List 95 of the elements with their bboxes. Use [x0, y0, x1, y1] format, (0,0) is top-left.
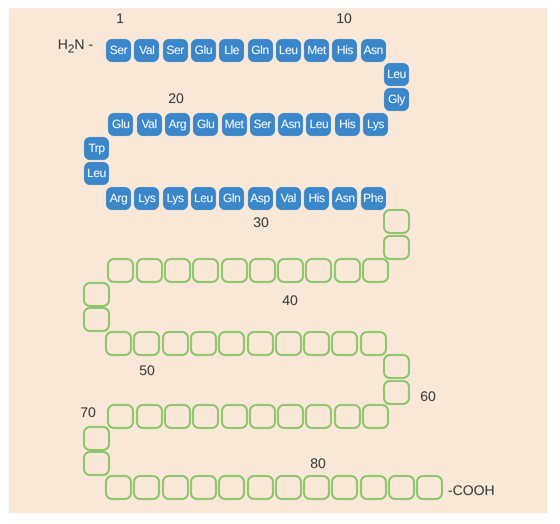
- empty-residue-box: [162, 331, 189, 356]
- empty-residue-box: [246, 475, 274, 500]
- empty-residue-box: [360, 331, 387, 356]
- position-number: 1: [116, 11, 124, 25]
- empty-residue-box: [164, 404, 191, 429]
- empty-residue-box: [218, 331, 246, 356]
- residue-box: Val: [136, 112, 163, 137]
- position-number: 10: [336, 11, 352, 25]
- position-number: 20: [168, 91, 184, 105]
- residue-box: Gln: [218, 186, 246, 211]
- empty-residue-box: [83, 282, 110, 307]
- empty-residue-box: [136, 258, 163, 283]
- empty-residue-box: [190, 475, 217, 500]
- residue-box: Arg: [105, 186, 132, 211]
- terminus-label: -COOH: [448, 483, 495, 497]
- empty-residue-box: [192, 404, 220, 429]
- empty-residue-box: [83, 426, 110, 451]
- residue-box: Lys: [162, 186, 189, 211]
- empty-residue-box: [331, 475, 358, 500]
- residue-box: Val: [274, 186, 302, 211]
- residue-box: Met: [220, 112, 248, 137]
- empty-residue-box: [164, 258, 191, 283]
- residue-box: Leu: [190, 186, 217, 211]
- empty-residue-box: [277, 258, 304, 283]
- empty-residue-box: [190, 331, 217, 356]
- residue-box: Ser: [248, 112, 276, 137]
- empty-residue-box: [83, 307, 110, 332]
- residue-box: Leu: [83, 161, 110, 186]
- empty-residue-box: [83, 451, 110, 476]
- empty-residue-box: [334, 404, 361, 429]
- residue-box: Asn: [331, 186, 358, 211]
- empty-residue-box: [107, 258, 134, 283]
- residue-box: Asn: [360, 38, 387, 63]
- empty-residue-box: [105, 331, 132, 356]
- empty-residue-box: [360, 475, 387, 500]
- empty-residue-box: [334, 258, 361, 283]
- empty-residue-box: [303, 331, 330, 356]
- residue-box: Glu: [190, 38, 217, 63]
- residue-box: His: [303, 186, 330, 211]
- position-number: 50: [139, 363, 155, 377]
- residue-box: His: [334, 112, 361, 137]
- empty-residue-box: [277, 404, 304, 429]
- empty-residue-box: [303, 475, 330, 500]
- terminus-label: H$_{2}$N -: [58, 36, 93, 56]
- position-number: 80: [310, 456, 326, 470]
- residue-box: Gln: [246, 38, 274, 63]
- residue-box: Trp: [83, 136, 110, 161]
- empty-residue-box: [162, 475, 189, 500]
- empty-residue-box: [383, 380, 410, 405]
- empty-residue-box: [248, 258, 276, 283]
- empty-residue-box: [383, 235, 410, 260]
- position-number: 70: [80, 405, 96, 419]
- residue-box: Ser: [162, 38, 189, 63]
- position-number: 40: [282, 293, 298, 307]
- position-number: 60: [420, 389, 436, 403]
- residue-box: His: [331, 38, 358, 63]
- empty-residue-box: [274, 331, 302, 356]
- empty-residue-box: [388, 475, 415, 500]
- empty-residue-box: [133, 475, 160, 500]
- empty-residue-box: [362, 258, 389, 283]
- empty-residue-box: [220, 404, 248, 429]
- empty-residue-box: [133, 331, 160, 356]
- empty-residue-box: [136, 404, 163, 429]
- empty-residue-box: [246, 331, 274, 356]
- empty-residue-box: [274, 475, 302, 500]
- residue-box: Asp: [246, 186, 274, 211]
- residue-box: Lle: [218, 38, 246, 63]
- empty-residue-box: [248, 404, 276, 429]
- empty-residue-box: [383, 354, 410, 379]
- residue-box: Leu: [383, 62, 410, 87]
- empty-residue-box: [362, 404, 389, 429]
- empty-residue-box: [220, 258, 248, 283]
- empty-residue-box: [331, 331, 358, 356]
- residue-box: Gly: [383, 87, 410, 112]
- empty-residue-box: [305, 258, 332, 283]
- residue-box: Arg: [164, 112, 191, 137]
- residue-box: Ser: [105, 38, 132, 63]
- empty-residue-box: [107, 404, 134, 429]
- residue-box: Leu: [274, 38, 302, 63]
- residue-box: Lys: [362, 112, 389, 137]
- empty-residue-box: [105, 475, 132, 500]
- empty-residue-box: [192, 258, 220, 283]
- residue-box: Met: [303, 38, 330, 63]
- empty-residue-box: [383, 209, 410, 234]
- residue-box: Glu: [107, 112, 134, 137]
- empty-residue-box: [416, 475, 444, 500]
- position-number: 30: [253, 215, 269, 229]
- residue-box: Asn: [277, 112, 304, 137]
- residue-box: Phe: [360, 186, 387, 211]
- residue-box: Lys: [133, 186, 160, 211]
- residue-box: Glu: [192, 112, 220, 137]
- empty-residue-box: [218, 475, 246, 500]
- residue-box: Leu: [305, 112, 332, 137]
- residue-box: Val: [133, 38, 160, 63]
- empty-residue-box: [305, 404, 332, 429]
